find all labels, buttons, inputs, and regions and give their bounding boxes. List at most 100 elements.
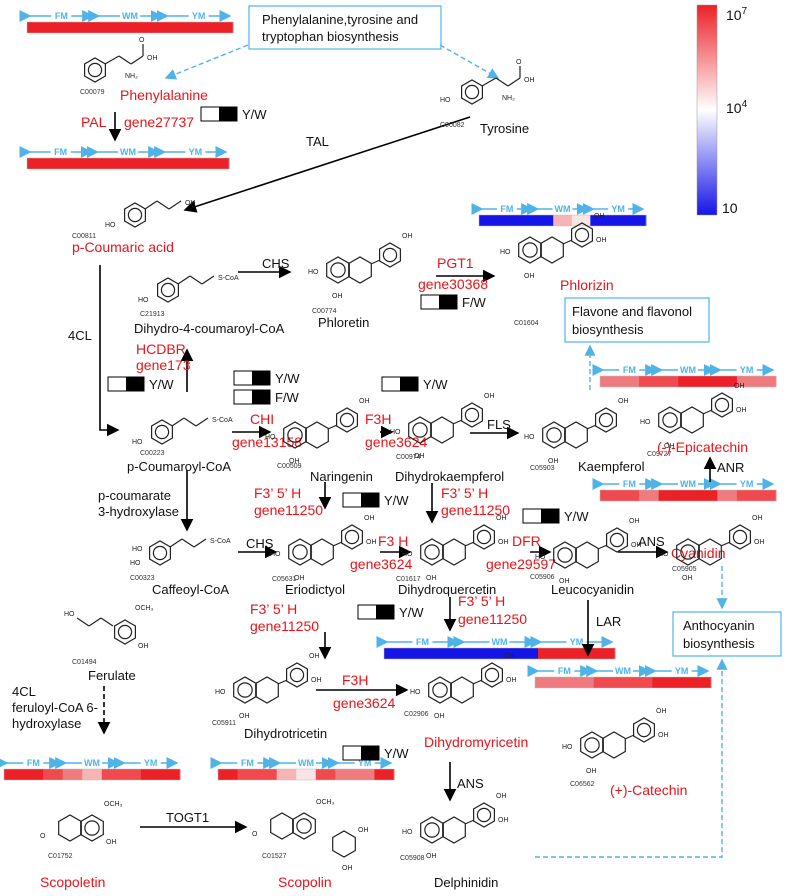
heatmap-cell: [639, 376, 660, 387]
anthocyanin-box[interactable]: Anthocyanin biosynthesis: [672, 611, 782, 657]
heatmap-cell: [161, 158, 185, 169]
ratio-label: Y/W: [564, 509, 589, 524]
svg-text:C06562: C06562: [570, 781, 595, 788]
heatmap-cell: [590, 215, 610, 226]
svg-text:HO: HO: [265, 434, 276, 441]
heatmap-header-wm: WM: [122, 11, 138, 21]
heatmap-cell: [479, 215, 499, 226]
reaction-arrows: [97, 112, 717, 834]
heatmap-cell: [354, 769, 375, 780]
heatmap-header-wm: WM: [84, 758, 100, 768]
pathway-link-phenylalanine: [164, 44, 249, 80]
enzyme-f3h-2: F3 H: [378, 533, 408, 549]
svg-text:OH: OH: [358, 827, 369, 834]
enzyme-pal: PAL: [81, 114, 107, 130]
enzyme-chs-2: CHS: [246, 536, 274, 551]
svg-text:O: O: [139, 37, 145, 44]
heatmap-cell: [27, 22, 51, 33]
svg-text:10: 10: [722, 200, 738, 216]
svg-text:C05905: C05905: [672, 566, 697, 573]
svg-text:HO: HO: [132, 546, 143, 553]
svg-text:OCH₃: OCH₃: [135, 605, 154, 612]
heatmap-header-fm: FM: [558, 666, 571, 676]
svg-text:OH: OH: [332, 293, 343, 300]
heatmap-cell: [619, 376, 640, 387]
heatmap-cell: [95, 22, 120, 33]
enzyme-ans-2: ANS: [457, 776, 484, 791]
heatmap-cell: [49, 158, 73, 169]
enzyme-hcdbr: HCDBR: [136, 341, 186, 357]
heatmap-header-wm: WM: [298, 758, 314, 768]
svg-text:OH: OH: [414, 453, 425, 460]
heatmap-cell: [486, 648, 513, 659]
enzyme-f35h-b: F3’ 5’ H: [441, 485, 488, 501]
heatmap-cell: [600, 376, 621, 387]
enzyme-f3h-1: F3H: [365, 411, 391, 427]
pathway-box[interactable]: Phenylalanine,tyrosine and tryptophan bi…: [248, 5, 442, 50]
gene-f35h-c: gene11250: [250, 618, 319, 634]
heatmap-cell: [538, 648, 565, 659]
svg-text:OH: OH: [586, 768, 597, 775]
ratio-label: Y/W: [149, 377, 174, 392]
heatmap-cell: [697, 376, 718, 387]
svg-text:tryptophan biosynthesis: tryptophan biosynthesis: [262, 29, 399, 44]
heatmap-cell: [206, 158, 230, 169]
heatmap-cell: [678, 376, 699, 387]
heatmap-header-ym: YM: [192, 11, 206, 21]
heatmap-cell: [671, 677, 692, 688]
svg-text:Dihydromyricetin: Dihydromyricetin: [424, 734, 528, 750]
heatmap-cell: [257, 769, 278, 780]
svg-text:Naringenin: Naringenin: [310, 469, 373, 484]
heatmap-header-ym: YM: [358, 758, 372, 768]
svg-text:OH: OH: [496, 793, 507, 800]
enzyme-chi: CHI: [250, 411, 274, 427]
heatmap-cell: [384, 648, 411, 659]
heatmap-cell: [613, 677, 634, 688]
svg-text:OH: OH: [311, 677, 322, 684]
gene-f35h-a: gene11250: [254, 502, 323, 518]
heatmap-cell: [4, 769, 25, 780]
heatmap-cell: [619, 490, 640, 501]
heatmap-cell: [23, 769, 44, 780]
svg-text:(+)-Catechin: (+)-Catechin: [610, 782, 687, 798]
heatmap-cell: [571, 215, 591, 226]
heatmap-cell: [535, 677, 556, 688]
svg-text:OH: OH: [618, 398, 629, 405]
svg-text:OH: OH: [682, 575, 693, 582]
heatmap-cell: [409, 648, 436, 659]
ratio-label: F/W: [462, 295, 487, 310]
svg-text:OH: OH: [426, 853, 437, 860]
heatmap-cell: [160, 769, 181, 780]
svg-text:HO: HO: [562, 744, 573, 751]
gene-chi: gene13158: [232, 434, 302, 450]
svg-text:C05908: C05908: [400, 855, 425, 862]
heatmap-cell: [27, 158, 50, 169]
heatmap-header-wm: WM: [120, 147, 136, 157]
heatmap-cell: [164, 22, 188, 33]
heatmap-cell: [296, 769, 317, 780]
flavone-box[interactable]: Flavone and flavonol biosynthesis: [564, 297, 710, 343]
svg-text:Ferulate: Ferulate: [88, 668, 136, 683]
svg-text:C01752: C01752: [48, 853, 73, 860]
heatmap-cell: [639, 490, 660, 501]
heatmap-cell: [43, 769, 64, 780]
heatmap-cell: [691, 677, 712, 688]
svg-text:OH: OH: [631, 542, 642, 549]
enzyme-c3h-line1: p-coumarate: [98, 488, 171, 503]
color-scale-legend: 107 104 10: [696, 4, 748, 216]
svg-text:OH: OH: [734, 383, 745, 390]
svg-text:p-Coumaroyl-CoA: p-Coumaroyl-CoA: [127, 459, 231, 474]
svg-text:C05906: C05906: [530, 574, 555, 581]
heatmap-cell: [534, 215, 554, 226]
heatmap-cell: [82, 769, 103, 780]
svg-text:Eriodictyol: Eriodictyol: [285, 582, 345, 597]
svg-text:HO: HO: [402, 829, 413, 836]
